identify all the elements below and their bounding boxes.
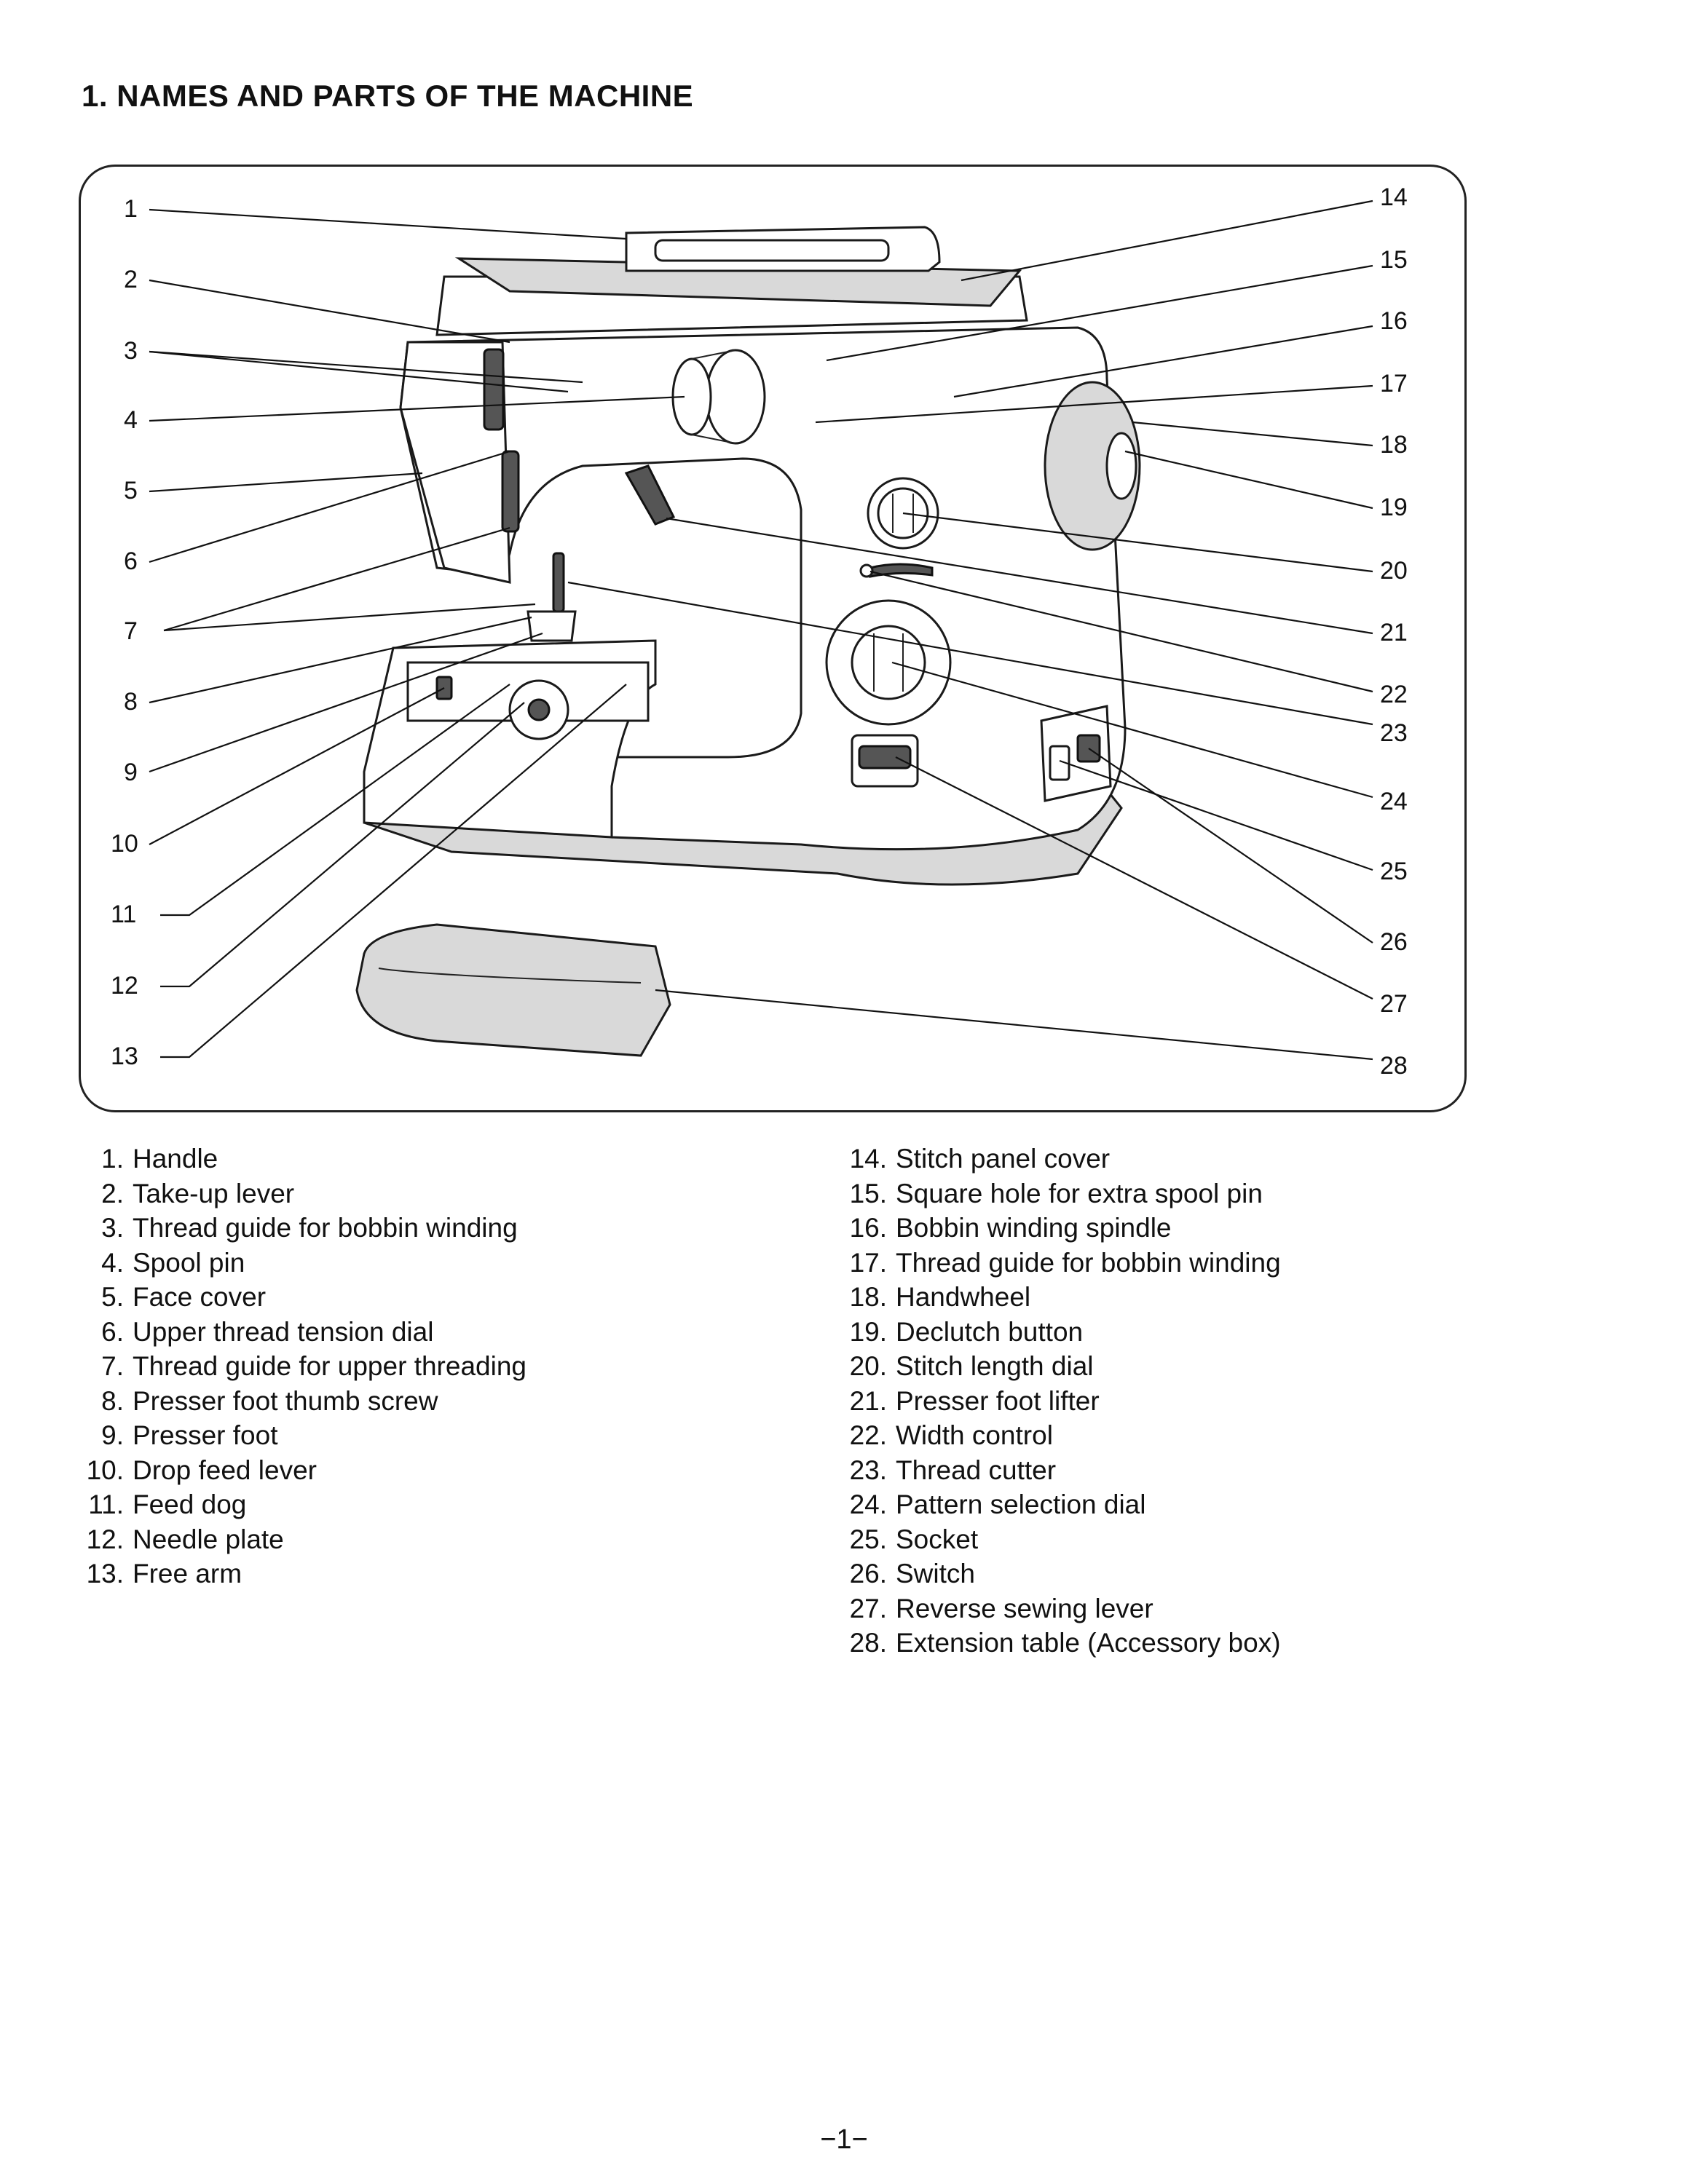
list-item: 28.Extension table (Accessory box) xyxy=(849,1628,1281,1658)
callout-12: 12 xyxy=(111,972,138,1000)
callout-17: 17 xyxy=(1380,370,1408,397)
callout-21: 21 xyxy=(1380,619,1408,646)
list-item: 11.Feed dog xyxy=(88,1489,247,1519)
needle-bar xyxy=(552,552,565,613)
parts-list-right: 14.Stitch panel cover 15.Square hole for… xyxy=(839,1142,1553,1661)
list-item: 7.Thread guide for upper threading xyxy=(101,1351,526,1381)
list-item: 3.Thread guide for bobbin winding xyxy=(101,1213,518,1243)
list-item: 16.Bobbin winding spindle xyxy=(849,1213,1172,1243)
take-up-lever xyxy=(483,348,505,431)
callout-23: 23 xyxy=(1380,719,1408,747)
leader-lines-right xyxy=(567,199,1373,1061)
socket xyxy=(1049,745,1070,781)
callout-24: 24 xyxy=(1380,788,1408,815)
callout-26: 26 xyxy=(1380,928,1408,956)
face-cover xyxy=(399,341,511,584)
sewing-machine-diagram: 1 2 3 4 5 6 7 8 9 10 11 12 13 14 15 16 1… xyxy=(111,183,1408,1080)
list-item: 24.Pattern selection dial xyxy=(849,1489,1146,1519)
callout-16: 16 xyxy=(1380,307,1408,335)
callout-numbers-right: 14 15 16 17 18 19 20 21 22 23 24 25 26 2… xyxy=(1380,183,1408,1080)
list-item: 25.Socket xyxy=(849,1524,979,1554)
callout-13: 13 xyxy=(111,1042,138,1070)
handle-grip xyxy=(654,239,890,262)
callout-27: 27 xyxy=(1380,990,1408,1018)
list-item: 17.Thread guide for bobbin winding xyxy=(849,1247,1281,1278)
callout-10: 10 xyxy=(111,830,138,858)
list-item: 9.Presser foot xyxy=(101,1420,278,1450)
list-item: 22.Width control xyxy=(849,1420,1053,1450)
list-item: 6.Upper thread tension dial xyxy=(101,1316,434,1347)
list-item: 5.Face cover xyxy=(101,1282,267,1312)
callout-1: 1 xyxy=(124,195,138,223)
presser-foot-lifter xyxy=(624,464,676,526)
callout-5: 5 xyxy=(124,477,138,505)
spool xyxy=(705,349,766,445)
callout-4: 4 xyxy=(124,406,138,434)
callout-6: 6 xyxy=(124,547,138,575)
callout-2: 2 xyxy=(124,266,138,293)
list-item: 18.Handwheel xyxy=(849,1282,1031,1312)
figure-frame xyxy=(79,165,1467,1112)
list-item: 13.Free arm xyxy=(86,1559,242,1588)
extension-table xyxy=(355,923,671,1057)
parts-list-left: 1.Handle 2.Take-up lever 3.Thread guide … xyxy=(79,1142,778,1591)
page-number: −1− xyxy=(820,2124,868,2155)
callout-15: 15 xyxy=(1380,246,1408,274)
machine-illustration xyxy=(355,226,1141,1057)
handwheel xyxy=(1044,381,1141,551)
list-item: 14.Stitch panel cover xyxy=(849,1144,1111,1174)
callout-20: 20 xyxy=(1380,557,1408,585)
callout-11: 11 xyxy=(111,901,136,928)
callout-14: 14 xyxy=(1380,183,1408,211)
callout-18: 18 xyxy=(1380,431,1408,459)
list-item: 23.Thread cutter xyxy=(849,1455,1057,1485)
page-title: 1. NAMES AND PARTS OF THE MACHINE xyxy=(82,79,694,113)
callout-19: 19 xyxy=(1380,494,1408,521)
callout-3: 3 xyxy=(124,337,138,365)
leader-lines-left xyxy=(149,208,685,1059)
list-item: 26.Switch xyxy=(849,1559,975,1588)
callout-28: 28 xyxy=(1380,1052,1408,1080)
list-item: 10.Drop feed lever xyxy=(86,1455,317,1485)
list-item: 1.Handle xyxy=(101,1144,218,1174)
callout-7: 7 xyxy=(124,617,138,645)
callout-9: 9 xyxy=(124,759,138,786)
callout-22: 22 xyxy=(1380,681,1408,708)
list-item: 19.Declutch button xyxy=(849,1316,1084,1347)
list-item: 15.Square hole for extra spool pin xyxy=(849,1178,1263,1208)
list-item: 4.Spool pin xyxy=(101,1247,245,1278)
callout-25: 25 xyxy=(1380,858,1408,885)
list-item: 21.Presser foot lifter xyxy=(849,1385,1100,1416)
callout-8: 8 xyxy=(124,688,138,716)
list-item: 2.Take-up lever xyxy=(101,1178,295,1208)
callout-numbers-left: 1 2 3 4 5 6 7 8 9 10 11 12 13 xyxy=(111,195,138,1070)
list-item: 8.Presser foot thumb screw xyxy=(101,1385,438,1416)
list-item: 20.Stitch length dial xyxy=(849,1351,1094,1381)
list-item: 27.Reverse sewing lever xyxy=(849,1593,1153,1623)
list-item: 12.Needle plate xyxy=(86,1524,284,1554)
presser-foot xyxy=(526,610,577,642)
